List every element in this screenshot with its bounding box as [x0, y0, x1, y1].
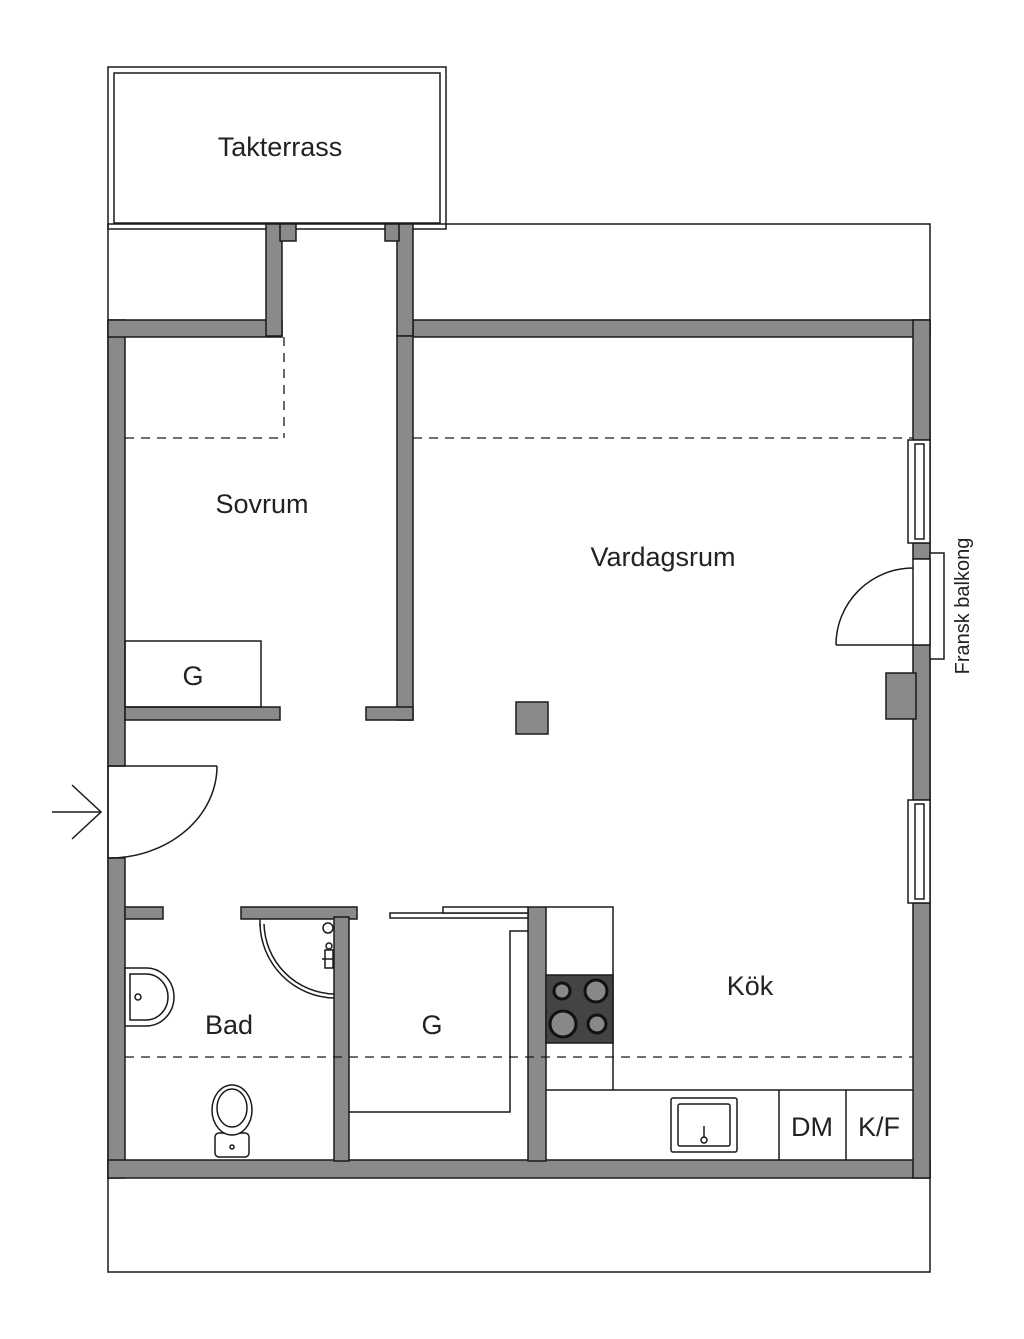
entrance-door	[107, 765, 218, 859]
kitchen-sink	[670, 1097, 738, 1153]
roof-terrace-label: Takterrass	[218, 132, 343, 162]
hall-wardrobe-label: G	[421, 1010, 442, 1040]
stove	[545, 974, 614, 1044]
hall-wardrobe	[349, 906, 529, 1113]
bedroom-wardrobe	[124, 640, 262, 708]
kitchen-label: Kök	[727, 971, 774, 1001]
bathroom-sink	[124, 967, 175, 1027]
fridge-freezer-label: K/F	[858, 1112, 900, 1142]
column	[515, 701, 549, 735]
shower	[259, 919, 335, 999]
dishwasher-label: DM	[791, 1112, 833, 1142]
bathroom-label: Bad	[205, 1010, 253, 1040]
bedroom-label: Sovrum	[215, 489, 308, 519]
exterior-walls	[107, 319, 931, 1179]
living-room-label: Vardagsrum	[590, 542, 735, 572]
bedroom-wardrobe-label: G	[182, 661, 203, 691]
interior-walls	[124, 335, 547, 1162]
toilet	[211, 1084, 253, 1158]
french-balcony-door	[835, 552, 945, 660]
windows	[907, 439, 931, 904]
french-balcony-label: Fransk balkong	[952, 538, 974, 675]
stair-corridor-walls	[265, 223, 414, 337]
ceiling-slope-lines	[125, 337, 913, 1058]
entrance-arrow-icon	[52, 784, 103, 840]
